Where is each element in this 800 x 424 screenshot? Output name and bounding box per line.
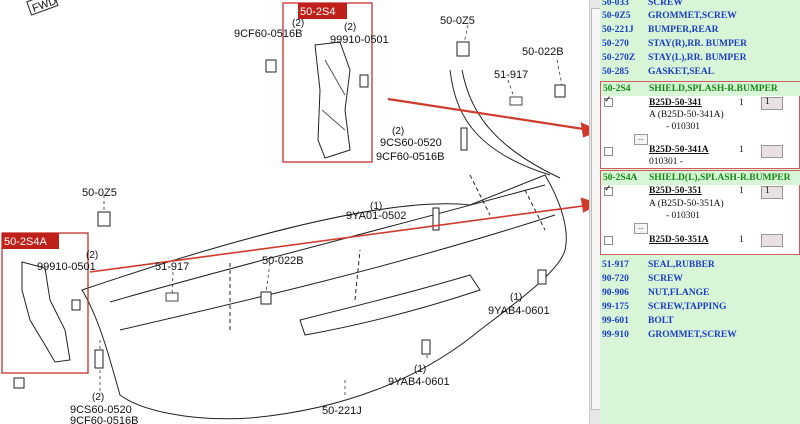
qty-value: 1 bbox=[739, 145, 744, 155]
date-range: 010301 - bbox=[649, 157, 684, 167]
qty-value: 1 bbox=[739, 98, 744, 108]
date-range: - 010301 bbox=[666, 122, 701, 132]
callout-shield-r[interactable]: 50-2S4 bbox=[300, 6, 335, 18]
qty-input[interactable] bbox=[761, 145, 783, 158]
qty-value: 1 bbox=[739, 235, 744, 245]
part-number[interactable]: B25D-50-351A bbox=[649, 235, 709, 245]
callout-9yab4-bottom[interactable]: 9YAB4-0601 bbox=[388, 376, 450, 388]
callout-50oz5-top[interactable]: 50-0Z5 bbox=[440, 15, 475, 27]
qty-input[interactable] bbox=[761, 234, 783, 247]
fastener-icons bbox=[13, 41, 566, 389]
red-arrows bbox=[89, 97, 589, 273]
callout-9yab4-right[interactable]: 9YAB4-0601 bbox=[488, 305, 550, 317]
callout-50221j[interactable]: 50-221J bbox=[322, 405, 362, 417]
part-number[interactable]: B25D-50-341 bbox=[649, 98, 702, 108]
callout-99910-left[interactable]: 99910-0501 bbox=[37, 261, 96, 273]
select-checkbox[interactable] bbox=[604, 94, 613, 107]
callout-99910-top[interactable]: 99910-0501 bbox=[330, 34, 389, 46]
part-number[interactable]: B25D-50-351 bbox=[649, 186, 702, 196]
qty-label: (2) bbox=[344, 22, 356, 33]
qty-label: (1) bbox=[510, 292, 522, 303]
part-number[interactable]: B25D-50-341A bbox=[649, 145, 709, 155]
callout-51917-mid[interactable]: 51-917 bbox=[155, 261, 189, 273]
callout-50022b-mid[interactable]: 50-022B bbox=[262, 255, 304, 267]
qty-label: (2) bbox=[86, 250, 98, 261]
part-description: A (B25D-50-351A) bbox=[649, 199, 724, 209]
callout-9cf60-mid[interactable]: 9CF60-0516B bbox=[376, 151, 445, 163]
part-description: A (B25D-50-341A) bbox=[649, 110, 724, 120]
fwd-label: FWD bbox=[31, 0, 59, 15]
qty-label: (1) bbox=[370, 201, 382, 212]
qty-label: (2) bbox=[292, 18, 304, 29]
qty-label: (2) bbox=[392, 126, 404, 137]
callout-9ya01[interactable]: 9YA01-0502 bbox=[346, 210, 406, 222]
more-button[interactable]: ... bbox=[634, 134, 648, 145]
parts-diagram: FWD 50-2S4 50-2S4A 9CF60-0516B 99910-050… bbox=[0, 0, 589, 424]
callout-9cf60-bottom[interactable]: 9CF60-0516B bbox=[70, 415, 139, 424]
qty-input[interactable]: 1 bbox=[761, 97, 783, 110]
date-range: - 010301 bbox=[666, 211, 701, 221]
rear-bumper-outline bbox=[81, 69, 567, 420]
qty-label: (2) bbox=[92, 392, 104, 403]
callout-51917-top[interactable]: 51-917 bbox=[494, 69, 528, 81]
callout-9cs60-bottom[interactable]: 9CS60-0520 bbox=[70, 404, 132, 416]
select-checkbox[interactable] bbox=[604, 236, 613, 245]
callout-9cs60-mid[interactable]: 9CS60-0520 bbox=[380, 137, 442, 149]
callout-shield-l[interactable]: 50-2S4A bbox=[4, 236, 47, 248]
select-checkbox[interactable] bbox=[604, 147, 613, 156]
callout-50022b-top[interactable]: 50-022B bbox=[522, 46, 564, 58]
diagram-drawing: FWD 50-2S4 50-2S4A 9CF60-0516B 99910-050… bbox=[1, 0, 589, 424]
qty-input[interactable]: 1 bbox=[761, 186, 783, 199]
callout-50oz5-left[interactable]: 50-0Z5 bbox=[82, 187, 117, 199]
more-button[interactable]: ... bbox=[634, 223, 648, 234]
callout-9cf60-top[interactable]: 9CF60-0516B bbox=[234, 28, 303, 40]
qty-label: (1) bbox=[414, 364, 426, 375]
select-checkbox[interactable] bbox=[604, 183, 613, 196]
qty-value: 1 bbox=[739, 186, 744, 196]
